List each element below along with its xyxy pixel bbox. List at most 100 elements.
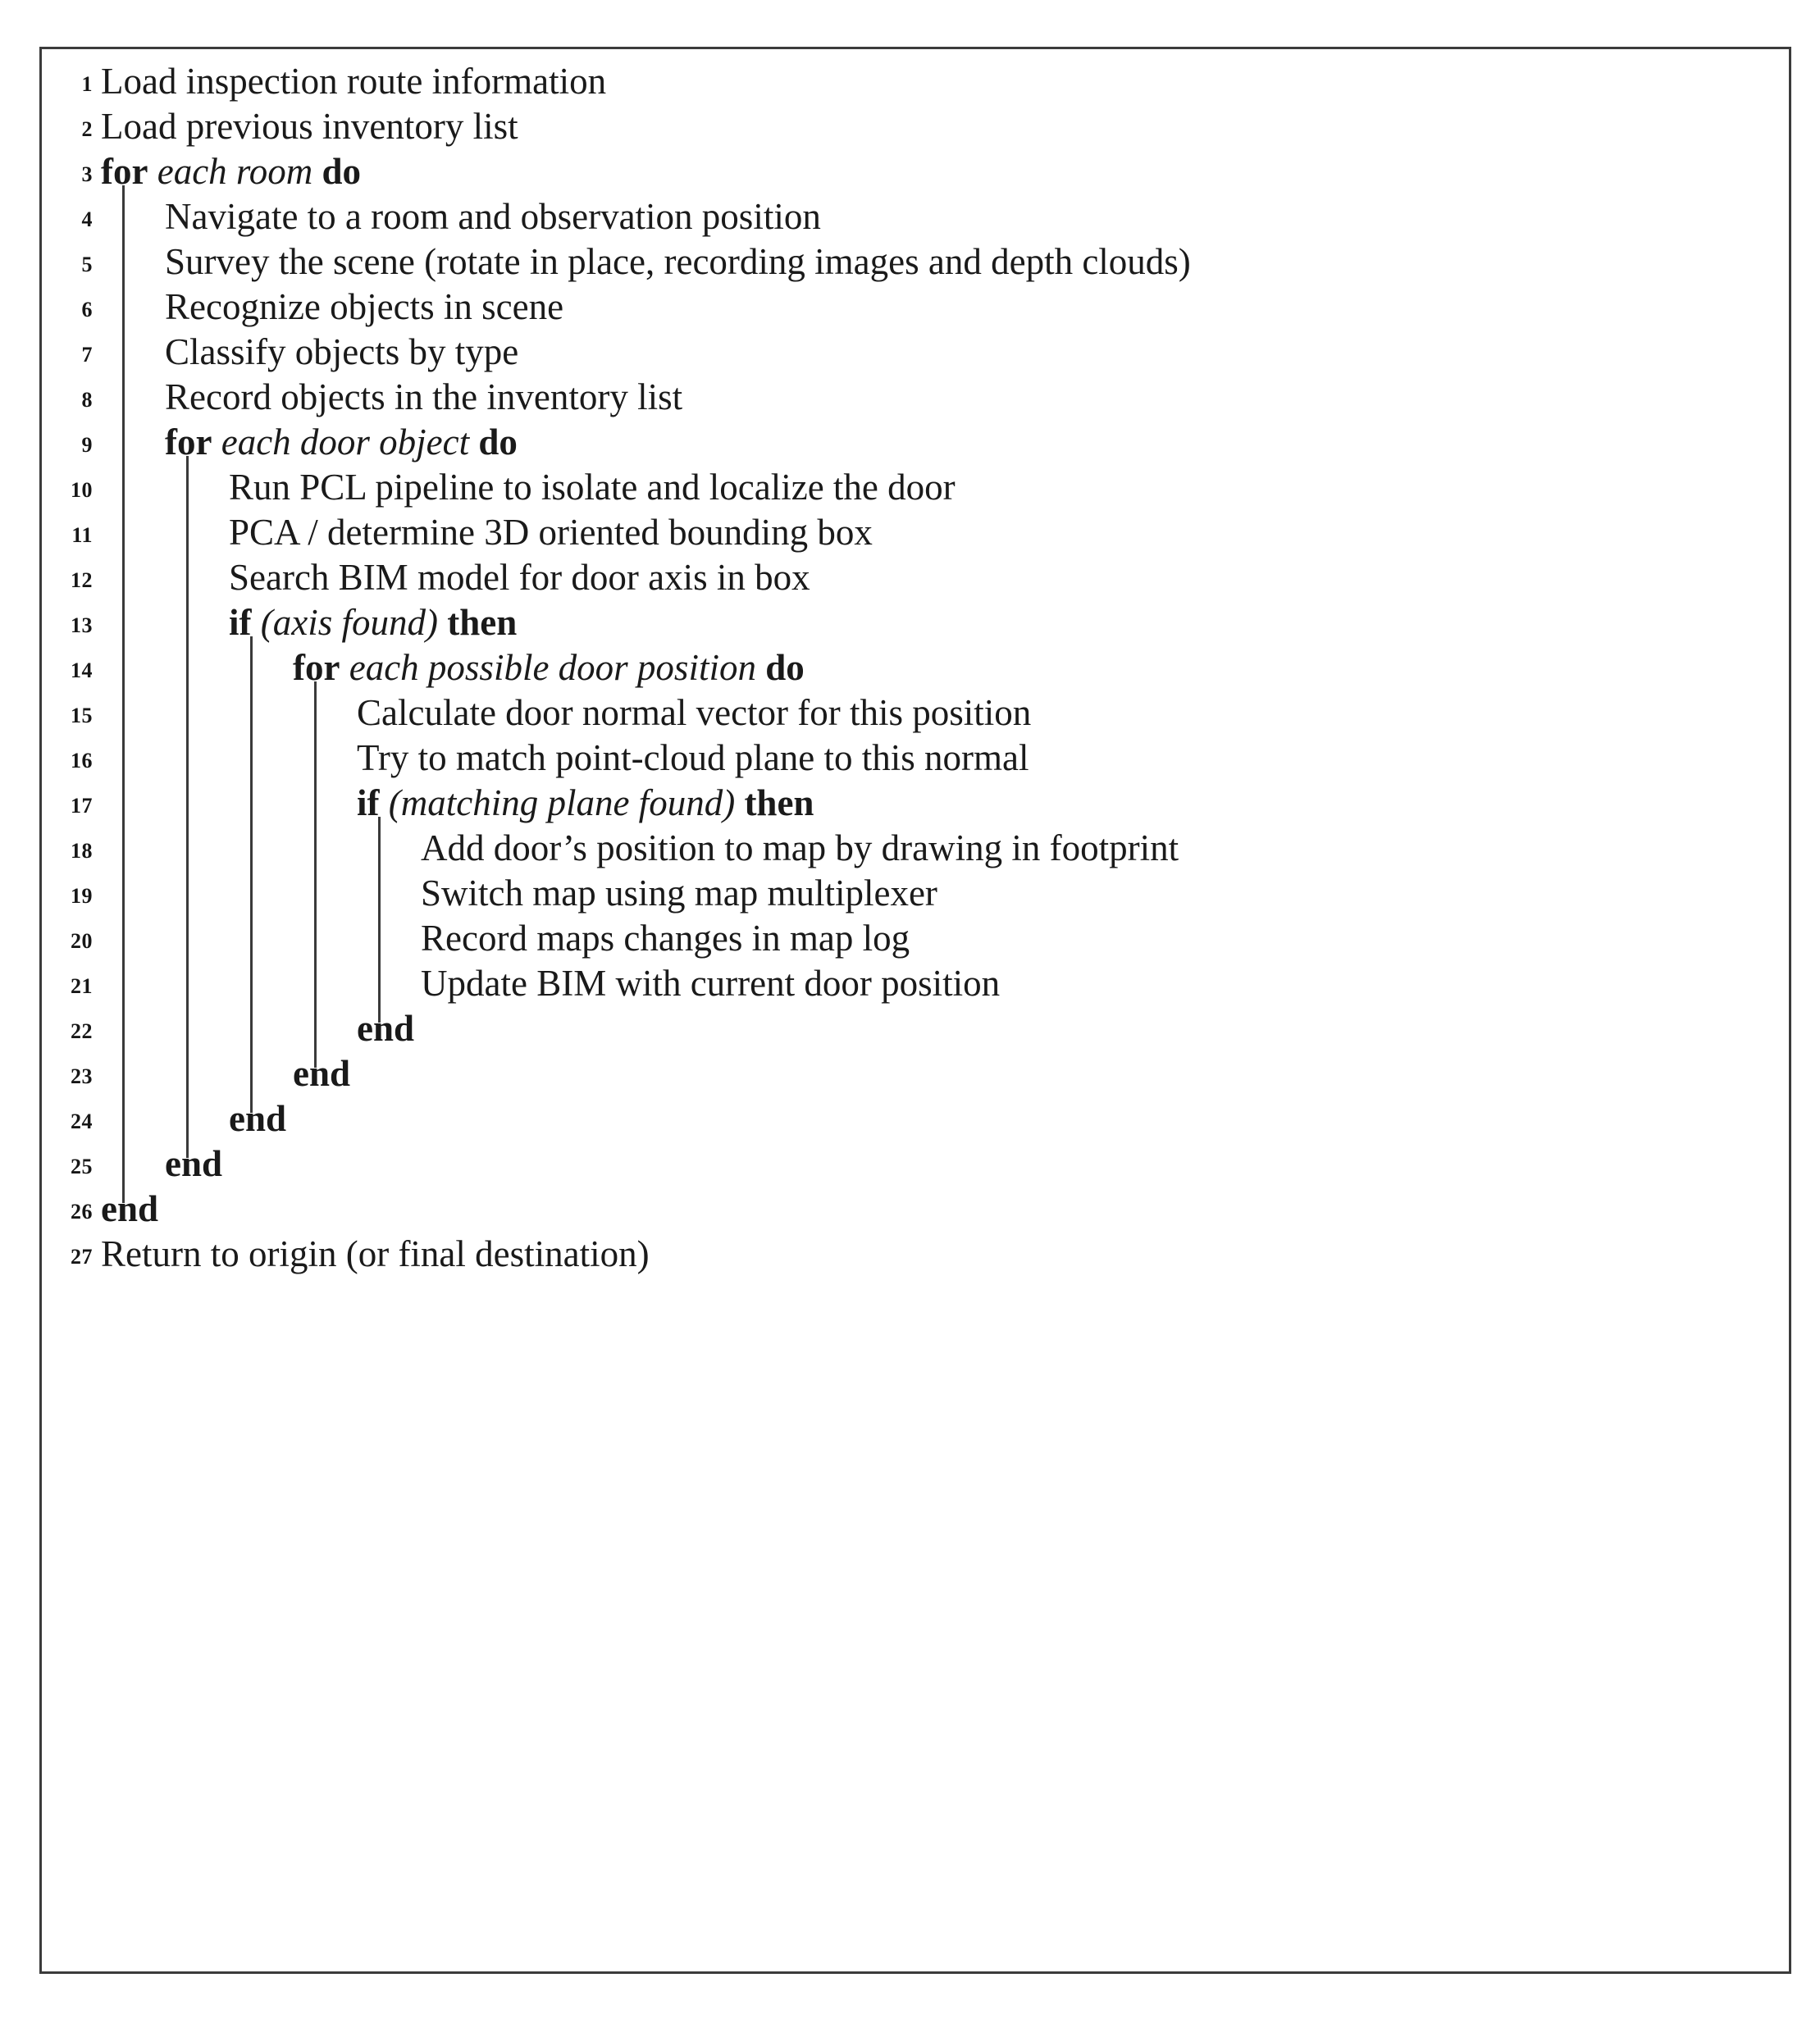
- algorithm-line: 7 Classify objects by type: [42, 330, 1789, 375]
- keyword: then: [744, 782, 814, 823]
- line-number: 10: [71, 478, 93, 502]
- condition-text: (axis found): [260, 602, 438, 643]
- statement-text: Record objects in the inventory list: [165, 376, 683, 417]
- statement-text: Navigate to a room and observation posit…: [165, 196, 821, 237]
- keyword: end: [101, 1188, 159, 1229]
- line-number: 15: [71, 704, 93, 727]
- algorithm-line: 5 Survey the scene (rotate in place, reco…: [42, 239, 1789, 285]
- keyword: end: [165, 1143, 223, 1184]
- algorithm-line: 22 end: [42, 1006, 1789, 1051]
- indent-rule: [378, 817, 381, 1023]
- statement-text: Update BIM with current door position: [421, 963, 1001, 1004]
- line-number: 21: [71, 974, 93, 998]
- keyword: then: [447, 602, 518, 643]
- condition-text: each door object: [221, 422, 470, 463]
- line-number: 14: [71, 658, 93, 682]
- line-number: 16: [71, 749, 93, 772]
- line-text: if (matching plane found) then: [357, 781, 814, 826]
- algorithm-line: 4 Navigate to a room and observation posi…: [42, 194, 1789, 239]
- algorithm-line: 18 Add door’s position to map by drawing …: [42, 826, 1789, 871]
- line-number: 25: [71, 1155, 93, 1178]
- statement-text: Calculate door normal vector for this po…: [357, 692, 1032, 733]
- line-text: end: [165, 1142, 222, 1187]
- indent-rule: [314, 681, 317, 1068]
- line-text: end: [101, 1187, 158, 1232]
- line-text: Return to origin (or final destination): [101, 1232, 650, 1277]
- line-text: Survey the scene (rotate in place, recor…: [165, 239, 1191, 285]
- line-text: Add door’s position to map by drawing in…: [421, 826, 1179, 871]
- statement-text: Try to match point-cloud plane to this n…: [357, 737, 1029, 778]
- statement-text: Recognize objects in scene: [165, 286, 564, 327]
- keyword: end: [293, 1053, 351, 1094]
- line-number: 3: [81, 162, 93, 186]
- algorithm-line: 1 Load inspection route information: [42, 59, 1789, 104]
- keyword: do: [478, 422, 518, 463]
- line-number: 27: [71, 1245, 93, 1269]
- keyword: for: [165, 422, 212, 463]
- line-text: for each possible door position do: [293, 645, 805, 690]
- statement-text: Record maps changes in map log: [421, 918, 910, 959]
- line-number: 18: [71, 839, 93, 863]
- algorithm-line: 12 Search BIM model for door axis in box: [42, 555, 1789, 600]
- line-number: 11: [71, 523, 93, 547]
- algorithm-line: 14 for each possible door position do: [42, 645, 1789, 690]
- keyword: do: [765, 647, 805, 688]
- keyword: if: [229, 602, 252, 643]
- algorithm-line: 15 Calculate door normal vector for this …: [42, 690, 1789, 736]
- line-text: end: [357, 1006, 414, 1051]
- algorithm-line: 27 Return to origin (or final destination…: [42, 1232, 1789, 1277]
- line-text: Search BIM model for door axis in box: [229, 555, 810, 600]
- line-number: 6: [81, 298, 93, 321]
- indent-rule: [250, 636, 253, 1113]
- line-number: 1: [81, 72, 93, 96]
- statement-text: PCA / determine 3D oriented bounding box: [229, 512, 873, 553]
- line-text: Load inspection route information: [101, 59, 606, 104]
- statement-text: Run PCL pipeline to isolate and localize…: [229, 467, 956, 508]
- line-text: Run PCL pipeline to isolate and localize…: [229, 465, 956, 510]
- algorithm-line: 3 for each room do: [42, 149, 1789, 194]
- line-number: 22: [71, 1019, 93, 1043]
- algorithm-line: 11 PCA / determine 3D oriented bounding b…: [42, 510, 1789, 555]
- line-text: Switch map using map multiplexer: [421, 871, 937, 916]
- indent-rule: [122, 185, 125, 1203]
- indent-rule: [186, 456, 189, 1158]
- line-text: PCA / determine 3D oriented bounding box: [229, 510, 873, 555]
- algorithm-line: 8 Record objects in the inventory list: [42, 375, 1789, 420]
- statement-text: Search BIM model for door axis in box: [229, 557, 810, 598]
- statement-text: Survey the scene (rotate in place, recor…: [165, 241, 1191, 282]
- keyword: for: [101, 151, 148, 192]
- line-text: Load previous inventory list: [101, 104, 518, 149]
- condition-text: each possible door position: [349, 647, 756, 688]
- statement-text: Return to origin (or final destination): [101, 1233, 650, 1274]
- condition-text: (matching plane found): [388, 782, 736, 823]
- keyword: do: [322, 151, 362, 192]
- statement-text: Classify objects by type: [165, 331, 519, 372]
- line-text: Record objects in the inventory list: [165, 375, 682, 420]
- statement-text: Add door’s position to map by drawing in…: [421, 827, 1179, 868]
- line-number: 12: [71, 568, 93, 592]
- statement-text: Load inspection route information: [101, 61, 607, 102]
- statement-text: Load previous inventory list: [101, 106, 518, 147]
- algorithm-line: 6 Recognize objects in scene: [42, 285, 1789, 330]
- line-number: 19: [71, 884, 93, 908]
- line-text: if (axis found) then: [229, 600, 517, 645]
- line-number: 8: [81, 388, 93, 412]
- line-text: Classify objects by type: [165, 330, 518, 375]
- algorithm-line: 10 Run PCL pipeline to isolate and locali…: [42, 465, 1789, 510]
- line-number: 5: [81, 253, 93, 276]
- line-text: for each room do: [101, 149, 361, 194]
- line-text: Navigate to a room and observation posit…: [165, 194, 821, 239]
- line-text: Try to match point-cloud plane to this n…: [357, 736, 1029, 781]
- line-number: 4: [81, 207, 93, 231]
- line-number: 7: [81, 343, 93, 367]
- algorithm-line: 25 end: [42, 1142, 1789, 1187]
